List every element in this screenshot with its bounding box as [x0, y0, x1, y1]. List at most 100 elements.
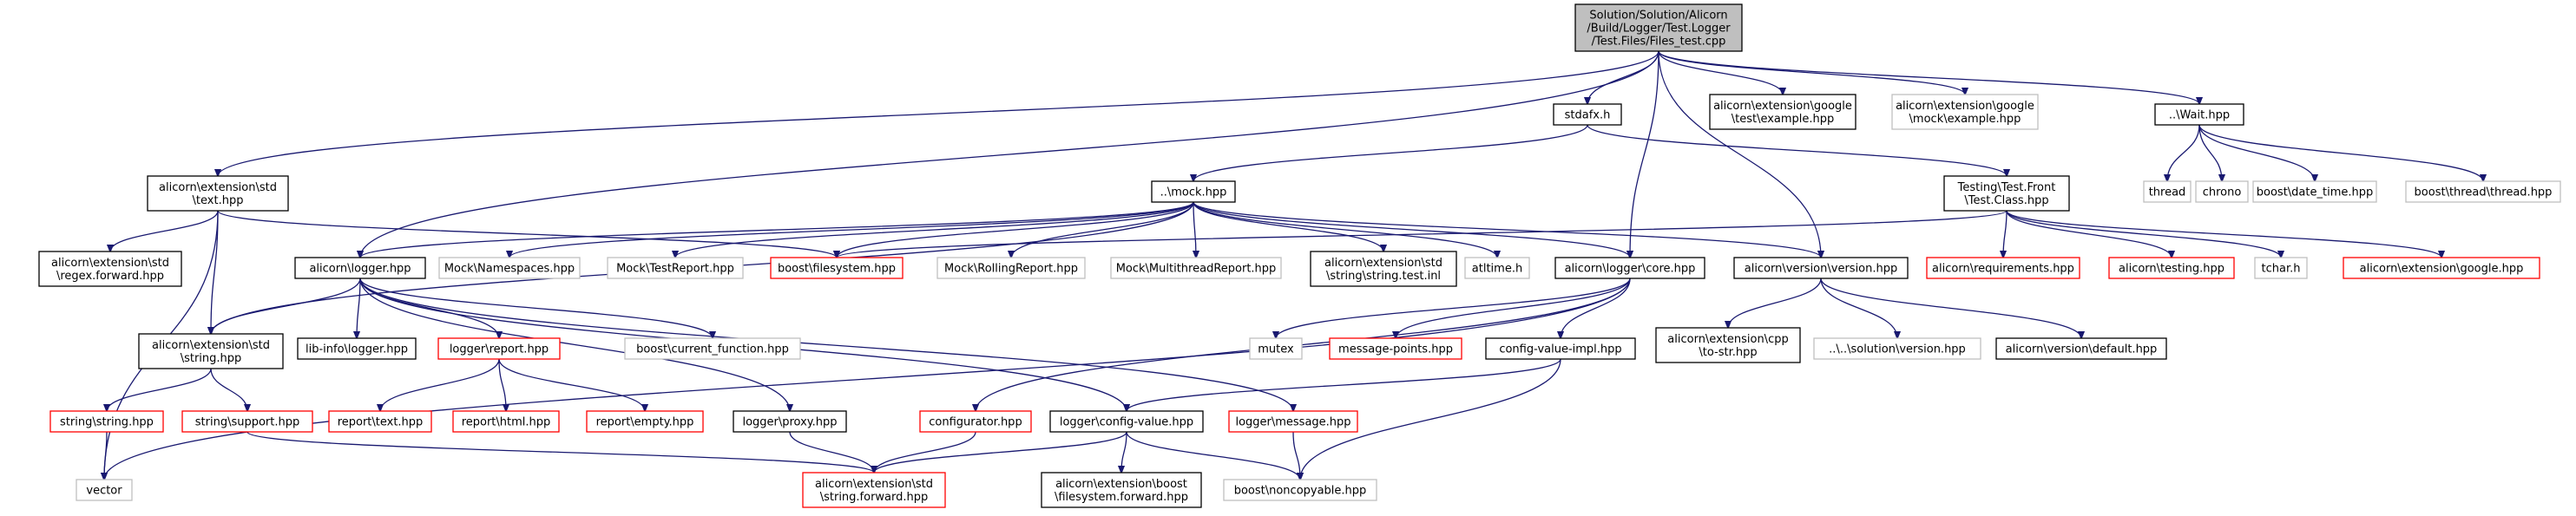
node-label: Mock\MultithreadReport.hpp: [1116, 263, 1277, 276]
node-std-string[interactable]: alicorn\extension\std\string.hpp: [138, 333, 284, 369]
node-requirements[interactable]: alicorn\requirements.hpp: [1926, 257, 2080, 279]
node-box: [437, 337, 561, 360]
node-logger-proxy[interactable]: logger\proxy.hpp: [733, 410, 847, 433]
node-label: logger\proxy.hpp: [742, 416, 837, 429]
node-label: string\string.hpp: [60, 416, 154, 429]
node-label: alicorn\logger.hpp: [309, 263, 411, 276]
node-label: report\text.hpp: [338, 416, 424, 429]
node-string-string[interactable]: string\string.hpp: [49, 410, 164, 433]
node-box: [624, 337, 801, 360]
edge-test-front-to-testing: [2006, 210, 2172, 258]
node-regex-forward[interactable]: alicorn\extension\std\regex.forward.hpp: [38, 251, 182, 287]
node-box: [1943, 175, 2070, 212]
node-core[interactable]: alicorn\logger\core.hpp: [1554, 257, 1705, 279]
node-lib-info[interactable]: lib-info\logger.hpp: [297, 337, 417, 360]
node-box: [2195, 180, 2249, 203]
node-testing[interactable]: alicorn\testing.hpp: [2108, 257, 2235, 279]
node-layer: Solution/Solution/Alicorn/Build/Logger/T…: [38, 3, 2561, 508]
node-to-str[interactable]: alicorn\extension\cpp\to-str.hpp: [1655, 327, 1801, 363]
node-label: alicorn\extension\std: [152, 339, 270, 352]
node-label: boost\thread\thread.hpp: [2415, 186, 2553, 199]
node-mock-rolling: Mock\RollingReport.hpp: [936, 257, 1086, 279]
node-config-value-impl[interactable]: config-value-impl.hpp: [1485, 337, 1636, 360]
node-label: \text.hpp: [193, 194, 244, 207]
edge-version-to-version-default: [1820, 278, 2081, 338]
node-config-value[interactable]: logger\config-value.hpp: [1049, 410, 1204, 433]
node-box: [2154, 103, 2244, 126]
node-box: [1329, 337, 1462, 360]
edge-root-to-google-mock-example: [1658, 50, 1965, 95]
node-box: [2254, 257, 2308, 279]
node-logger-message[interactable]: logger\message.hpp: [1228, 410, 1358, 433]
node-std-text[interactable]: alicorn\extension\std\text.hpp: [147, 175, 289, 212]
node-string-forward[interactable]: alicorn\extension\std\string.forward.hpp: [802, 472, 946, 508]
node-box: [2252, 180, 2377, 203]
node-label: \string\string.test.inl: [1326, 270, 1441, 283]
node-root[interactable]: Solution/Solution/Alicorn/Build/Logger/T…: [1574, 3, 1743, 52]
node-report-text[interactable]: report\text.hpp: [328, 410, 432, 433]
node-label: boost\filesystem.hpp: [778, 263, 896, 276]
edge-root-to-wait: [1658, 50, 2199, 104]
node-label: Mock\RollingReport.hpp: [944, 263, 1078, 276]
edge-root-to-version: [1658, 50, 1821, 258]
node-google-test-example[interactable]: alicorn\extension\google\test\example.hp…: [1709, 94, 1856, 130]
node-chrono: chrono: [2195, 180, 2249, 203]
node-box: [49, 410, 164, 433]
node-string-test-inl[interactable]: alicorn\extension\std\string\string.test…: [1310, 251, 1457, 287]
node-mock-namespaces: Mock\Namespaces.hpp: [438, 257, 581, 279]
node-wait[interactable]: ..\Wait.hpp: [2154, 103, 2244, 126]
node-label: alicorn\extension\std: [815, 478, 933, 491]
node-test-front[interactable]: Testing\Test.Front\Test.Class.hpp: [1943, 175, 2070, 212]
node-ext-google[interactable]: alicorn\extension\google.hpp: [2343, 257, 2540, 279]
node-label: alicorn\extension\std: [159, 181, 277, 194]
node-version[interactable]: alicorn\version\version.hpp: [1733, 257, 1909, 279]
node-stdafx[interactable]: stdafx.h: [1553, 103, 1622, 126]
node-label: ..\mock.hpp: [1160, 186, 1227, 199]
node-noncopyable: boost\noncopyable.hpp: [1223, 479, 1377, 501]
node-label: \Test.Class.hpp: [1964, 194, 2048, 207]
node-box: [1574, 3, 1743, 52]
node-boost-filesystem[interactable]: boost\filesystem.hpp: [770, 257, 904, 279]
node-label: alicorn\version\version.hpp: [1745, 263, 1898, 276]
node-box: [1554, 257, 1705, 279]
node-mock-multithread: Mock\MultithreadReport.hpp: [1110, 257, 1282, 279]
edge-version-to-solution-version: [1820, 278, 1897, 338]
node-box: [2108, 257, 2235, 279]
node-label: ..\Wait.hpp: [2169, 109, 2230, 122]
node-mock[interactable]: ..\mock.hpp: [1151, 180, 1236, 203]
node-box: [147, 175, 289, 212]
node-vector: vector: [76, 479, 133, 501]
edge-test-front-to-requirements: [2003, 210, 2008, 258]
edge-std-text-to-boost-filesystem: [217, 210, 837, 258]
node-box: [770, 257, 904, 279]
edge-test-front-to-boost-filesystem: [837, 210, 2008, 258]
node-string-support[interactable]: string\support.hpp: [181, 410, 313, 433]
node-label: logger\config-value.hpp: [1060, 416, 1193, 429]
edge-test-front-to-tchar: [2006, 210, 2281, 258]
node-version-default[interactable]: alicorn\version\default.hpp: [1995, 337, 2167, 360]
node-report[interactable]: logger\report.hpp: [437, 337, 561, 360]
edge-std-text-to-regex-forward: [110, 210, 219, 251]
edge-core-to-message-points: [1396, 278, 1631, 338]
edge-wait-to-boost-thread: [2198, 124, 2483, 181]
node-label: \filesystem.forward.hpp: [1055, 491, 1188, 504]
node-box: [2143, 180, 2192, 203]
node-logger[interactable]: alicorn\logger.hpp: [294, 257, 426, 279]
node-report-html[interactable]: report\html.hpp: [452, 410, 560, 433]
edge-logger-to-std-string: [211, 278, 361, 334]
edge-core-to-config-value-impl: [1561, 278, 1631, 338]
node-label: Mock\Namespaces.hpp: [444, 263, 575, 276]
edge-mock-to-mock-namespaces: [509, 201, 1194, 258]
node-label: alicorn\extension\boost: [1055, 478, 1187, 491]
node-label: lib-info\logger.hpp: [306, 343, 408, 356]
node-report-empty[interactable]: report\empty.hpp: [586, 410, 704, 433]
node-label: \regex.forward.hpp: [56, 270, 164, 283]
edge-config-value-impl-to-config-value: [1127, 358, 1561, 411]
node-thread: thread: [2143, 180, 2192, 203]
node-fs-forward[interactable]: alicorn\extension\boost\filesystem.forwa…: [1041, 472, 1202, 508]
node-label: \string.hpp: [181, 352, 242, 365]
node-configurator[interactable]: configurator.hpp: [919, 410, 1032, 433]
node-box: [297, 337, 417, 360]
node-message-points[interactable]: message-points.hpp: [1329, 337, 1462, 360]
edge-wait-to-thread: [2167, 124, 2200, 181]
